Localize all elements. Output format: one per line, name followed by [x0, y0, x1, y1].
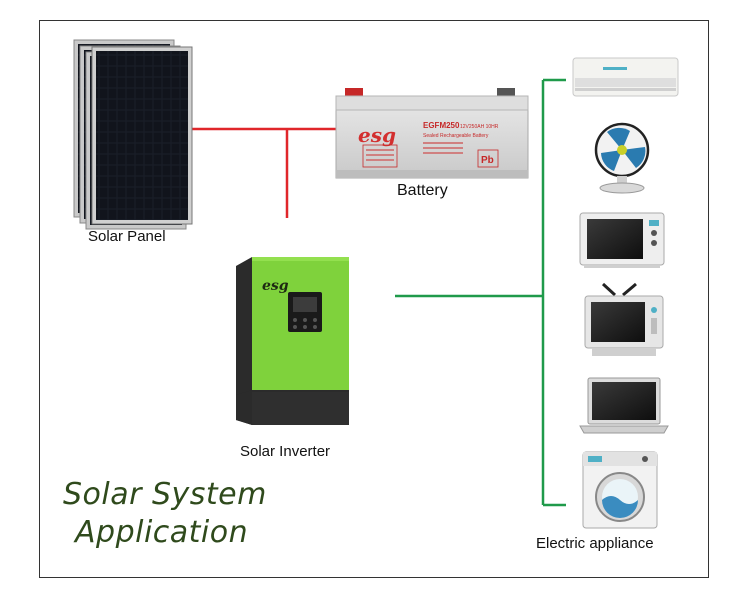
television-icon: [584, 282, 664, 356]
air-conditioner-icon: [572, 57, 679, 97]
solar-panel-label: Solar Panel: [88, 228, 166, 245]
battery-spec: 12V250AH 10HR: [460, 124, 499, 130]
battery-label: Battery: [397, 182, 448, 199]
dc-wires: [192, 127, 338, 218]
solar-inverter-label: Solar Inverter: [240, 443, 331, 460]
washing-machine-icon: [582, 451, 658, 529]
battery-pb: Pb: [481, 155, 494, 166]
page-title: Solar System Application: [63, 476, 267, 552]
title-line-1: Solar System: [63, 477, 267, 512]
laptop-icon: [579, 377, 669, 434]
ac-wires: [395, 78, 566, 507]
battery-model: EGFM250: [423, 121, 460, 130]
battery-icon: esg EGFM250 12V250AH 10HR Sealed Recharg…: [335, 88, 529, 179]
solar-panel-icon: [73, 39, 193, 230]
title-line-2: Application: [75, 515, 249, 550]
fan-icon: [594, 122, 650, 194]
solar-inverter-icon: esg: [236, 257, 349, 425]
inverter-brand: esg: [262, 278, 289, 294]
battery-subtitle: Sealed Rechargeable Battery: [423, 133, 489, 139]
electric-appliance-label: Electric appliance: [536, 535, 654, 552]
microwave-icon: [579, 212, 665, 268]
battery-brand: esg: [358, 123, 396, 147]
